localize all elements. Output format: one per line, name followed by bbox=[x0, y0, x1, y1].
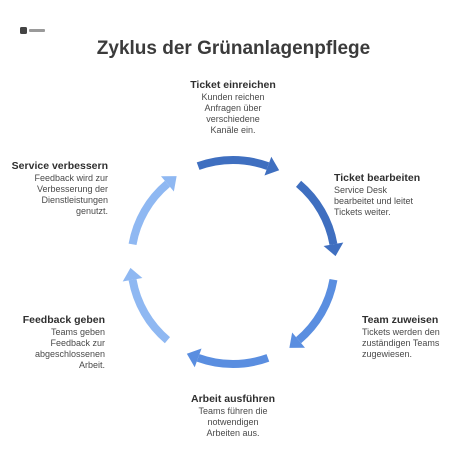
arrow-feedback-verbessern-head bbox=[122, 267, 143, 282]
step-title: Feedback geben bbox=[22, 314, 105, 326]
step-ticket-einreichen: Ticket einreichen Kunden reichen Anfrage… bbox=[163, 79, 303, 136]
step-description: Teams führen die notwendigen Arbeiten au… bbox=[198, 406, 268, 438]
step-service-verbessern: Service verbessern Feedback wird zur Ver… bbox=[8, 160, 108, 217]
arrow-bearbeiten-zuweisen bbox=[295, 180, 338, 246]
step-description: Feedback wird zur Verbesserung der Diens… bbox=[34, 173, 108, 216]
napkin-logo-icon bbox=[20, 27, 45, 34]
arrow-bearbeiten-zuweisen-head bbox=[323, 242, 344, 257]
step-title: Ticket einreichen bbox=[190, 79, 276, 91]
step-arbeit-ausfuehren: Arbeit ausführen Teams führen die notwen… bbox=[168, 393, 298, 439]
arrow-ausfuehren-feedback-head bbox=[186, 348, 202, 368]
step-title: Arbeit ausführen bbox=[190, 393, 275, 405]
step-description: Kunden reichen Anfragen über verschieden… bbox=[201, 92, 265, 135]
step-ticket-bearbeiten: Ticket bearbeiten Service Desk bearbeite… bbox=[334, 172, 454, 218]
step-feedback-geben: Feedback geben Teams geben Feedback zur … bbox=[10, 314, 105, 371]
step-title: Ticket bearbeiten bbox=[334, 172, 421, 184]
arrow-einreichen-bearbeiten-head bbox=[264, 156, 280, 176]
step-description: Service Desk bearbeitet und leitet Ticke… bbox=[334, 185, 414, 217]
arrow-zuweisen-ausfuehren-head bbox=[289, 332, 305, 348]
diagram-title: Zyklus der Grünanlagenpflege bbox=[96, 38, 371, 59]
arrow-zuweisen-ausfuehren bbox=[295, 278, 338, 344]
arrow-feedback-verbessern bbox=[128, 278, 171, 344]
step-title: Service verbessern bbox=[11, 160, 108, 172]
step-description: Teams geben Feedback zur abgeschlossenen… bbox=[34, 327, 105, 370]
arrow-verbessern-einreichen bbox=[128, 180, 171, 246]
step-team-zuweisen: Team zuweisen Tickets werden den zuständ… bbox=[362, 314, 462, 360]
arrow-ausfuehren-feedback bbox=[196, 354, 270, 368]
step-title: Team zuweisen bbox=[362, 314, 439, 326]
arrow-verbessern-einreichen-head bbox=[161, 176, 177, 192]
arrow-einreichen-bearbeiten bbox=[196, 156, 270, 170]
step-description: Tickets werden den zuständigen Teams zug… bbox=[362, 327, 440, 359]
